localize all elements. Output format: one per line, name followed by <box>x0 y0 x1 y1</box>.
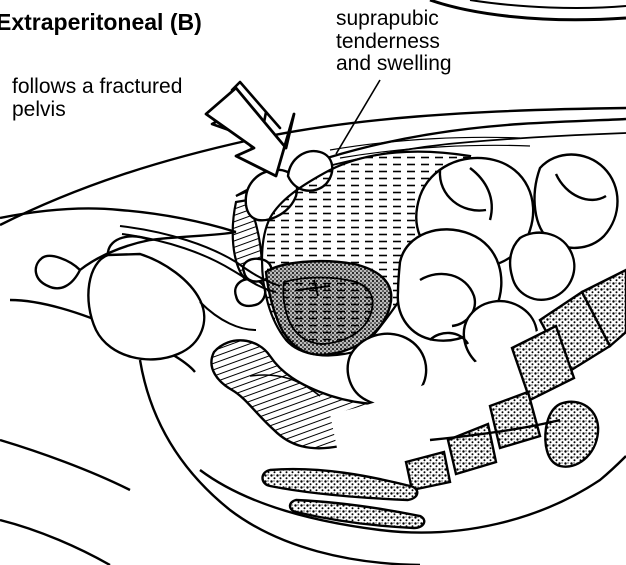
label-pointer <box>336 80 380 154</box>
fractured-pelvis-label-line: follows a fractured <box>12 76 182 99</box>
suprapubic-label-line: tenderness <box>336 31 452 54</box>
suprapubic-tenderness-label: suprapubic tenderness and swelling <box>336 8 452 76</box>
fractured-pelvis-label: follows a fractured pelvis <box>12 76 182 121</box>
suprapubic-label-line: and swelling <box>336 53 452 76</box>
arrow-icon <box>206 82 294 176</box>
figure-title: Extraperitoneal (B) <box>0 10 202 35</box>
fractured-pelvis-label-line: pelvis <box>12 99 182 122</box>
suprapubic-label-line: suprapubic <box>336 8 452 31</box>
